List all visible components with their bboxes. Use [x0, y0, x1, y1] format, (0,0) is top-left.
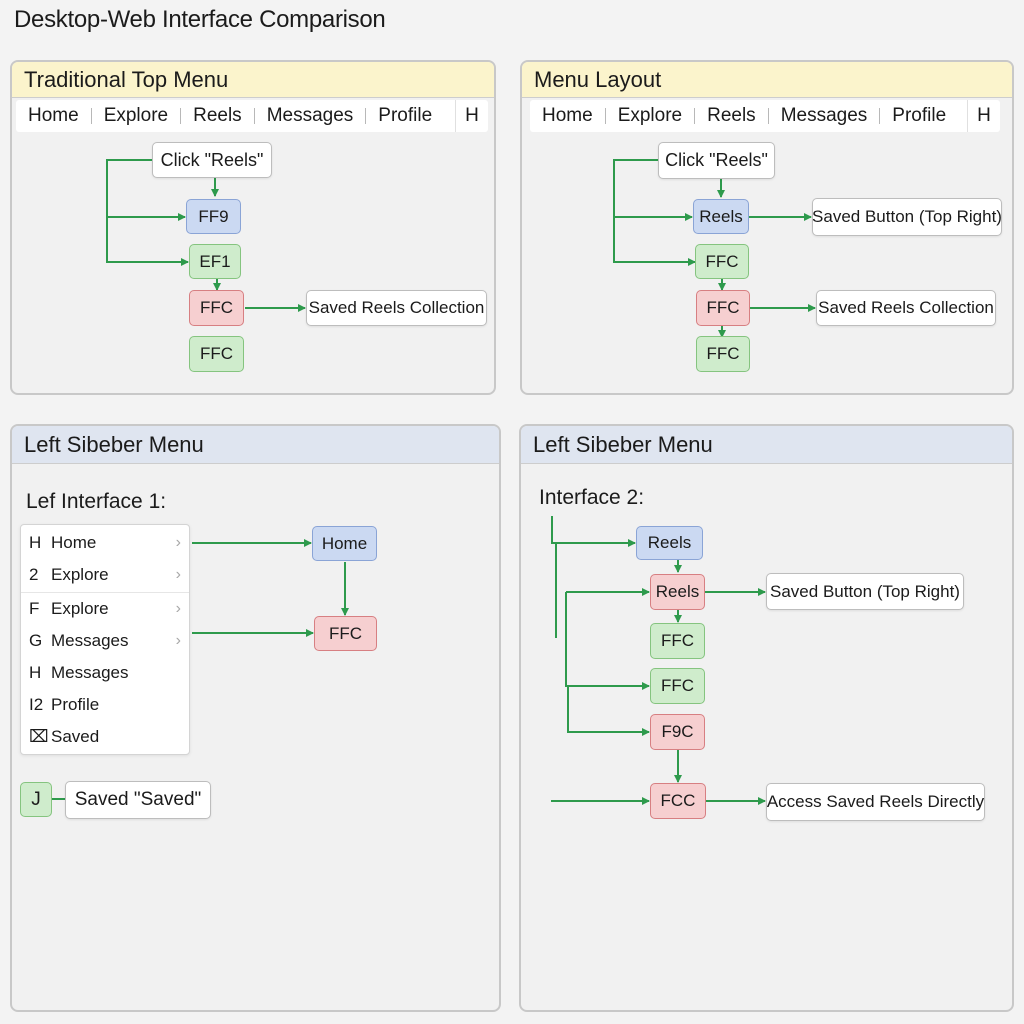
access-saved-reels-directly-node: Access Saved Reels Directly [766, 783, 985, 821]
panel-a-header: Traditional Top Menu [12, 62, 494, 98]
menu-home[interactable]: Home [28, 105, 79, 126]
ffc-green-node-bottom: FFC [696, 336, 750, 372]
menu-explore[interactable]: Explore [103, 105, 169, 126]
panel-c-title: Left Sibeber Menu [24, 431, 204, 457]
menu-extra[interactable]: H [455, 100, 488, 132]
ffc-red-node: FFC [696, 290, 750, 326]
panel-b-header: Menu Layout [522, 62, 1012, 98]
menu-profile[interactable]: Profile [378, 105, 433, 126]
sidebar-item-messages-2[interactable]: H Messages [21, 657, 189, 689]
f9c-red-node: F9C [650, 714, 705, 750]
click-reels-node: Click "Reels" [658, 142, 775, 179]
panel-left-sidebar-interface-1: Left Sibeber Menu Lef Interface 1: H Hom… [10, 424, 501, 1012]
sidebar-item-label: Profile [51, 695, 100, 714]
reels-node: Reels [693, 199, 749, 234]
menu-messages[interactable]: Messages [266, 105, 354, 126]
sidebar-item-explore-2[interactable]: F Explore › [21, 593, 189, 625]
sidebar-item-label: Explore [51, 565, 109, 584]
menu-separator [604, 108, 606, 124]
interface-1-label: Lef Interface 1: [26, 490, 167, 513]
menu-extra[interactable]: H [967, 100, 1000, 132]
menu-profile[interactable]: Profile [892, 105, 947, 126]
menu-separator [253, 108, 255, 124]
panel-d-header: Left Sibeber Menu [521, 426, 1012, 464]
sidebar-item-key: F [29, 599, 40, 618]
sidebar-item-saved[interactable]: ⌧ Saved [21, 721, 189, 753]
chevron-right-icon: › [175, 632, 181, 649]
ffc-green-node: FFC [695, 244, 749, 279]
sidebar-item-key: 2 [29, 565, 39, 584]
panel-menu-layout: Menu Layout Home Explore Reels Messages … [520, 60, 1014, 395]
ffc-red-node: FFC [189, 290, 244, 326]
ffc-red-node: FFC [314, 616, 377, 651]
sidebar-item-home[interactable]: H Home › [21, 527, 189, 559]
sidebar-item-key: H [29, 663, 42, 682]
panel-b-menubar: Home Explore Reels Messages Profile H [530, 100, 1000, 132]
sidebar-divider [21, 592, 189, 593]
menu-separator [365, 108, 367, 124]
menu-messages[interactable]: Messages [780, 105, 868, 126]
panel-b-title: Menu Layout [534, 66, 662, 92]
sidebar-item-profile[interactable]: I2 Profile [21, 689, 189, 721]
sidebar-item-label: Messages [51, 663, 129, 682]
panel-traditional-top-menu: Traditional Top Menu Home Explore Reels … [10, 60, 496, 395]
menu-separator [879, 108, 881, 124]
menu-separator [694, 108, 696, 124]
sidebar-item-messages[interactable]: G Messages › [21, 625, 189, 657]
ffc-green-node: FFC [189, 336, 244, 372]
panel-c-header: Left Sibeber Menu [12, 426, 499, 464]
interface-2-label: Interface 2: [539, 486, 645, 509]
panel-a-menubar: Home Explore Reels Messages Profile H [16, 100, 488, 132]
saved-button-top-right-node: Saved Button (Top Right) [812, 198, 1002, 236]
menu-separator [767, 108, 769, 124]
fcc-red-node: FCC [650, 783, 706, 819]
reels-blue-node: Reels [636, 526, 703, 560]
sidebar-item-label: Messages [51, 631, 129, 650]
menu-explore[interactable]: Explore [617, 105, 683, 126]
ef1-node: EF1 [189, 244, 241, 279]
sidebar-item-key: I2 [29, 695, 44, 714]
chevron-right-icon: › [175, 534, 181, 551]
menu-home[interactable]: Home [542, 105, 593, 126]
saved-button-top-right-node: Saved Button (Top Right) [766, 573, 964, 610]
sidebar-item-label: Saved [51, 727, 100, 746]
menu-separator [180, 108, 182, 124]
menu-reels[interactable]: Reels [707, 105, 756, 126]
panel-d-connectors [551, 516, 766, 805]
sidebar-item-label: Explore [51, 599, 109, 618]
home-node: Home [312, 526, 377, 561]
sidebar-item-key: H [29, 533, 42, 552]
panel-a-title: Traditional Top Menu [24, 66, 229, 92]
ff9-node: FF9 [186, 199, 241, 234]
menu-separator [90, 108, 92, 124]
sidebar-menu-list: H Home › 2 Explore › F Explore › G Messa… [20, 524, 190, 755]
page-title: Desktop-Web Interface Comparison [14, 6, 386, 33]
chevron-right-icon: › [175, 600, 181, 617]
saved-saved-node: Saved "Saved" [65, 781, 211, 819]
saved-reels-collection-node: Saved Reels Collection [816, 290, 996, 326]
saved-reels-collection-node: Saved Reels Collection [306, 290, 487, 326]
sidebar-item-key: G [29, 631, 43, 650]
saved-icon: ⌧ [29, 727, 49, 746]
j-node: J [20, 782, 52, 817]
sidebar-item-explore[interactable]: 2 Explore › [21, 559, 189, 591]
reels-red-node: Reels [650, 574, 705, 610]
menu-reels[interactable]: Reels [193, 105, 242, 126]
ffc-green-node-2: FFC [650, 668, 705, 704]
ffc-green-node-1: FFC [650, 623, 705, 659]
panel-left-sidebar-interface-2: Left Sibeber Menu Interface 2: Reels Ree… [519, 424, 1014, 1012]
sidebar-item-label: Home [51, 533, 97, 552]
chevron-right-icon: › [175, 566, 181, 583]
click-reels-node: Click "Reels" [152, 142, 272, 178]
panel-d-title: Left Sibeber Menu [533, 431, 713, 457]
